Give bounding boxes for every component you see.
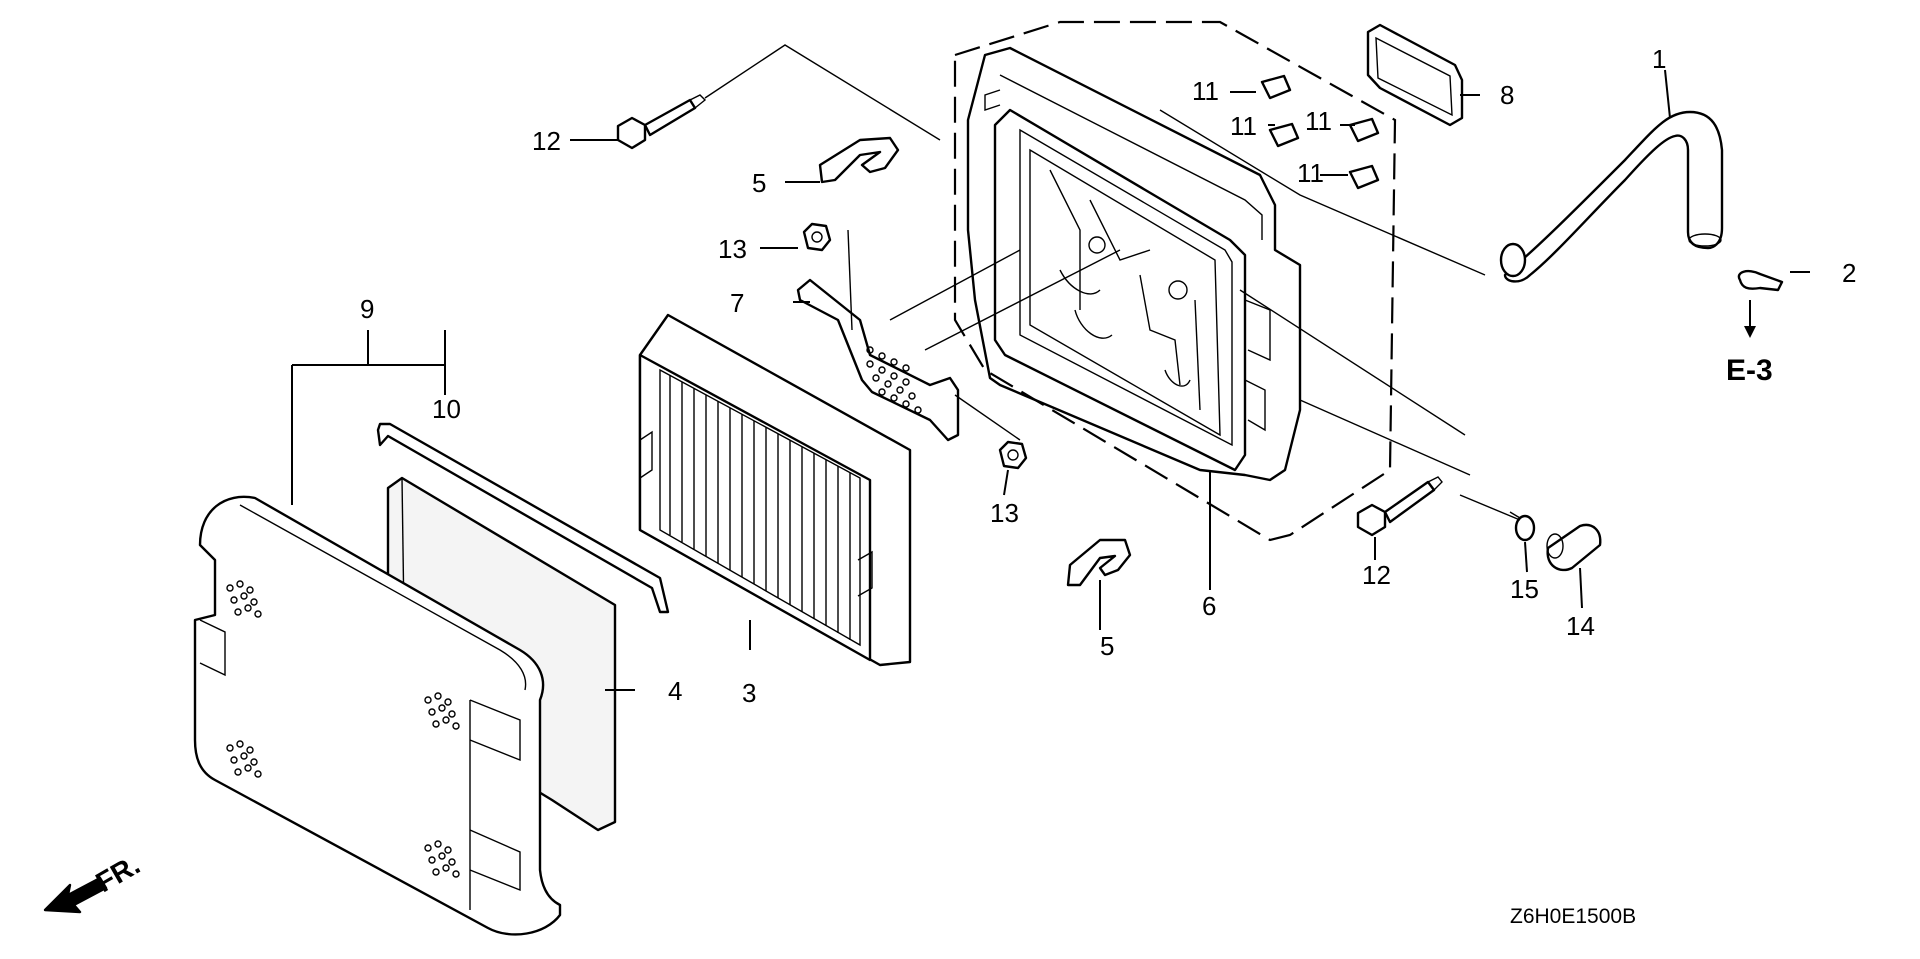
clip-lower bbox=[1066, 538, 1132, 587]
front-direction-arrow bbox=[43, 876, 108, 914]
breather-tube bbox=[1499, 110, 1724, 283]
callout-10: 10 bbox=[432, 394, 461, 424]
callout-5-upper: 5 bbox=[752, 168, 766, 198]
callout-11-d: 11 bbox=[1297, 158, 1324, 188]
paper-filter-element bbox=[638, 313, 912, 667]
clip-upper bbox=[818, 136, 900, 184]
grommet-1 bbox=[1260, 74, 1292, 100]
callout-8: 8 bbox=[1500, 80, 1514, 110]
callout-12-lower: 12 bbox=[1362, 560, 1391, 590]
leader-lines bbox=[291, 44, 1810, 691]
case-group-dash-outline bbox=[953, 20, 1397, 542]
callout-9: 9 bbox=[360, 294, 374, 324]
reference-arrow-icon bbox=[1744, 300, 1756, 338]
bracket-plate bbox=[796, 278, 960, 442]
air-cleaner-cover bbox=[193, 495, 562, 936]
hose-clip bbox=[1509, 511, 1536, 542]
grommet-4 bbox=[1348, 164, 1380, 190]
cover-gasket bbox=[376, 422, 670, 614]
callout-11-c: 11 bbox=[1305, 106, 1332, 136]
drain-tube bbox=[1546, 523, 1602, 572]
callout-3: 3 bbox=[742, 678, 756, 708]
flange-nut-lower bbox=[998, 440, 1028, 470]
callout-12-upper: 12 bbox=[532, 126, 561, 156]
callout-7: 7 bbox=[730, 288, 744, 318]
grommet-3 bbox=[1348, 117, 1380, 143]
callout-labels: 1 2 3 4 5 5 6 7 8 9 10 11 11 11 11 12 12… bbox=[360, 44, 1856, 708]
drawing-code: Z6H0E1500B bbox=[1510, 905, 1636, 928]
grommet-2 bbox=[1268, 122, 1300, 148]
callout-2: 2 bbox=[1842, 258, 1856, 288]
callout-4: 4 bbox=[668, 676, 682, 706]
callout-11-a: 11 bbox=[1192, 76, 1219, 106]
seal-packing bbox=[1366, 23, 1464, 127]
air-cleaner-case bbox=[966, 46, 1302, 482]
callout-14: 14 bbox=[1566, 611, 1595, 641]
callout-13-upper: 13 bbox=[718, 234, 747, 264]
tube-clip bbox=[1737, 269, 1784, 292]
callout-6: 6 bbox=[1202, 591, 1216, 621]
callout-15: 15 bbox=[1510, 574, 1539, 604]
callout-11-b: 11 bbox=[1230, 111, 1257, 141]
callout-13-lower: 13 bbox=[990, 498, 1019, 528]
flange-bolt-lower bbox=[1356, 476, 1443, 537]
reference-section-label: E-3 bbox=[1726, 354, 1773, 387]
callout-5-lower: 5 bbox=[1100, 631, 1114, 661]
flange-nut-upper bbox=[802, 222, 832, 252]
callout-1: 1 bbox=[1652, 44, 1666, 74]
flange-bolt-upper bbox=[616, 94, 707, 150]
